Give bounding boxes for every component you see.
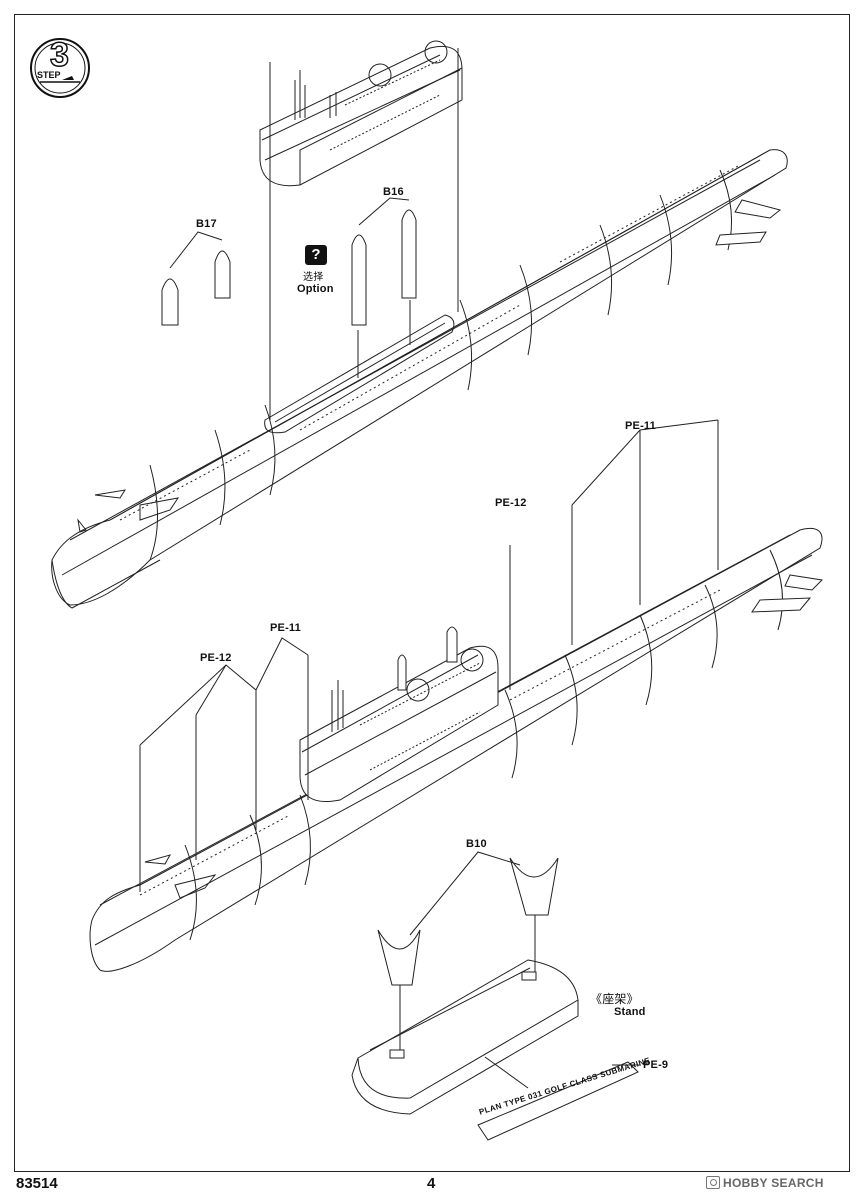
label-b17: B17 bbox=[196, 218, 217, 230]
upper-sail-part bbox=[259, 40, 463, 187]
watermark: HOBBY SEARCH bbox=[706, 1176, 824, 1190]
option-label-cn: 选择 bbox=[303, 272, 324, 283]
option-label-en: Option bbox=[297, 283, 334, 295]
b17-missile-parts bbox=[161, 231, 231, 326]
page-number: 4 bbox=[427, 1175, 436, 1192]
option-question-icon: ? bbox=[305, 245, 327, 265]
label-pe9: PE-9 bbox=[643, 1059, 669, 1071]
page-border bbox=[14, 14, 850, 1172]
label-pe11-left: PE-11 bbox=[270, 622, 301, 634]
step-badge-icon bbox=[30, 38, 90, 98]
step-label: STEP bbox=[37, 70, 61, 80]
product-code: 83514 bbox=[16, 1175, 58, 1192]
label-pe11-top: PE-11 bbox=[625, 420, 656, 432]
b16-missile-parts bbox=[351, 197, 417, 326]
label-pe12-left: PE-12 bbox=[200, 652, 232, 664]
watermark-text: HOBBY SEARCH bbox=[723, 1176, 824, 1190]
display-stand bbox=[351, 851, 640, 1141]
label-pe12-mid: PE-12 bbox=[495, 497, 527, 509]
hobby-search-logo-icon bbox=[706, 1176, 720, 1189]
upper-submarine-hull bbox=[51, 149, 788, 609]
step-number: 3 bbox=[49, 35, 69, 75]
lower-sail bbox=[299, 626, 499, 803]
stand-label-cn: 《座架》 bbox=[590, 992, 639, 1006]
label-b10: B10 bbox=[466, 838, 487, 850]
pe-antenna-leaders bbox=[139, 419, 719, 892]
label-b16: B16 bbox=[383, 186, 404, 198]
upper-assembly-leader-lines bbox=[269, 48, 459, 420]
stand-label-en: Stand bbox=[614, 1006, 646, 1018]
lower-submarine-hull bbox=[89, 527, 824, 972]
